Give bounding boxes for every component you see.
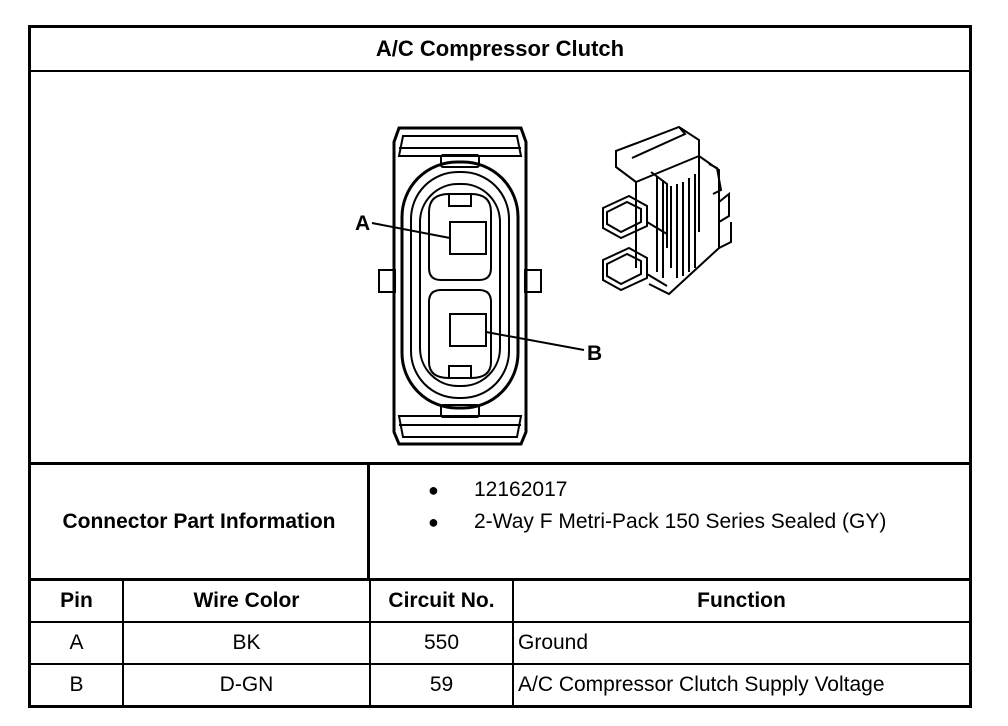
connector-drawing: A B [355, 125, 732, 446]
connector-part-information: Connector Part Information ● 12162017 ● … [31, 465, 969, 581]
part-info-item: ● 12162017 [370, 475, 969, 505]
cell-pin: B [31, 662, 124, 705]
document-title: A/C Compressor Clutch [31, 28, 969, 72]
table-row: A BK 550 Ground [31, 621, 969, 665]
header-function: Function [512, 581, 969, 624]
header-wire-color: Wire Color [122, 581, 371, 624]
callout-a-label: A [355, 212, 370, 235]
pin-table: Pin Wire Color Circuit No. Function A BK… [31, 581, 969, 705]
cell-wire-color: BK [122, 621, 371, 665]
connector-description: 2-Way F Metri-Pack 150 Series Sealed (GY… [474, 510, 887, 533]
part-info-item: ● 2-Way F Metri-Pack 150 Series Sealed (… [370, 507, 969, 537]
callout-b-label: B [587, 342, 602, 365]
cell-function: A/C Compressor Clutch Supply Voltage [512, 662, 969, 705]
cell-wire-color: D-GN [122, 662, 371, 705]
cell-circuit-no: 59 [369, 662, 514, 705]
cell-circuit-no: 550 [369, 621, 514, 665]
part-number: 12162017 [474, 478, 568, 501]
header-circuit-no: Circuit No. [369, 581, 514, 624]
header-pin: Pin [31, 581, 124, 624]
table-row: B D-GN 59 A/C Compressor Clutch Supply V… [31, 662, 969, 705]
pin-table-header-row: Pin Wire Color Circuit No. Function [31, 581, 969, 624]
part-info-label: Connector Part Information [31, 465, 370, 578]
bullet-icon: ● [428, 480, 439, 500]
connector-isometric-view [602, 125, 732, 296]
part-info-list: ● 12162017 ● 2-Way F Metri-Pack 150 Seri… [370, 465, 969, 578]
connector-figure: A B [31, 72, 969, 465]
connector-sheet: A/C Compressor Clutch [28, 25, 972, 708]
connector-face-view [371, 126, 585, 446]
cell-pin: A [31, 621, 124, 665]
cell-function: Ground [512, 621, 969, 665]
bullet-icon: ● [428, 512, 439, 532]
